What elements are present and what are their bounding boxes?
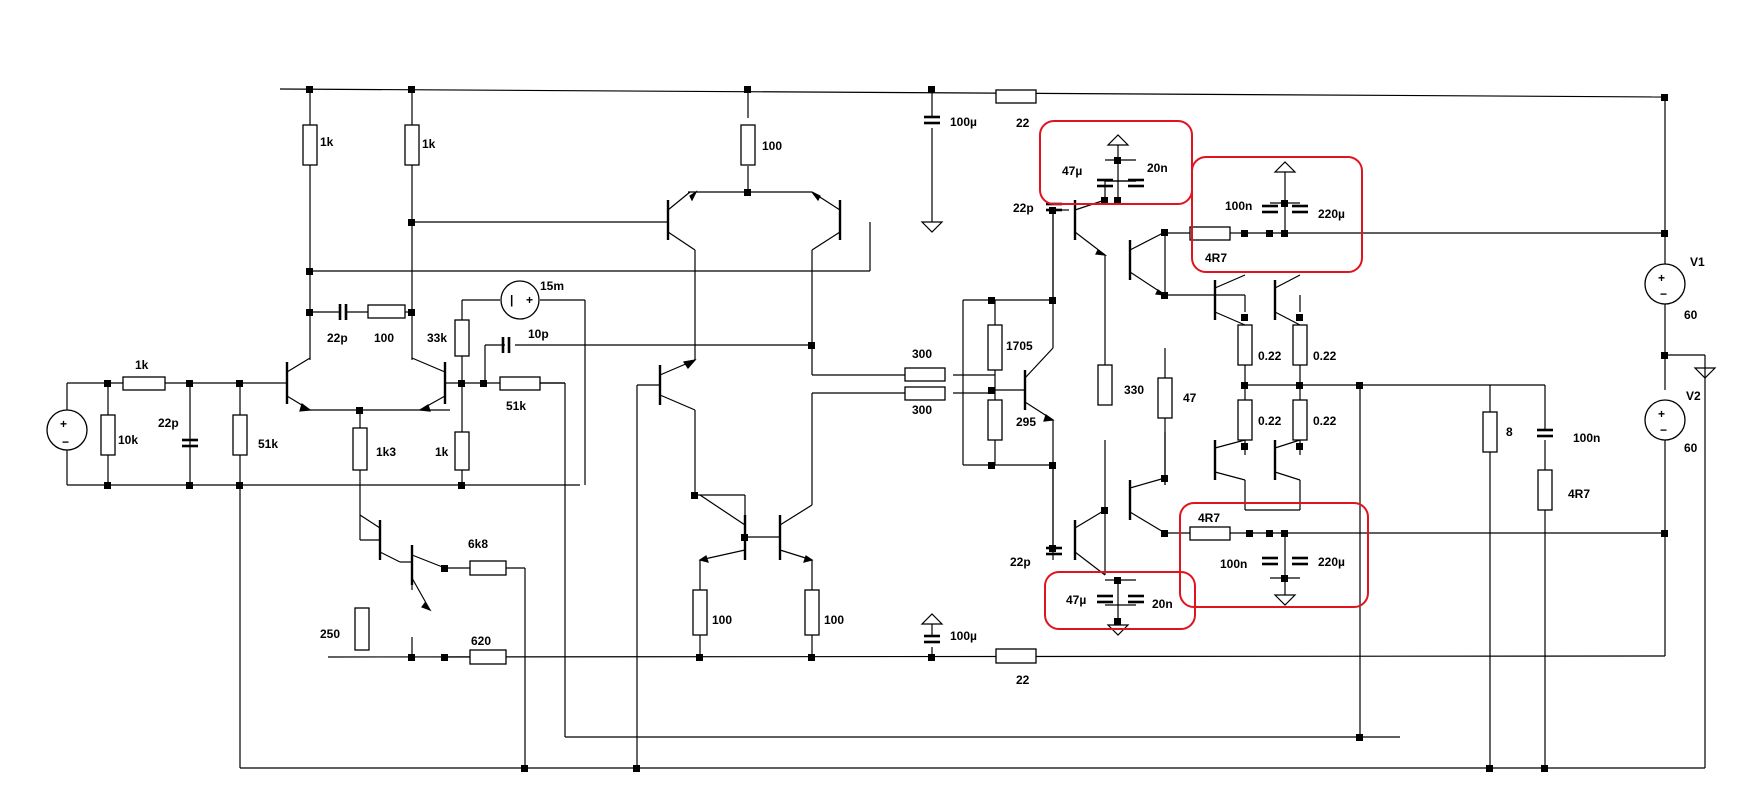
label-c-47u-top: 47µ: [1062, 164, 1082, 178]
label-r-022-b: 0.22: [1313, 349, 1337, 363]
svg-text:+: +: [526, 293, 533, 307]
highlight-top-right: [1191, 156, 1363, 273]
label-r-6k8: 6k8: [468, 537, 488, 551]
svg-text:+: +: [60, 417, 67, 431]
labels: 1k 1k 100 100µ 22 47µ 20n 22p 100n 220µ …: [118, 115, 1705, 687]
label-v2-name: V2: [1686, 389, 1701, 403]
label-r-1k-in: 1k: [135, 358, 149, 372]
label-c-100n-top: 100n: [1225, 199, 1252, 213]
label-r-295: 295: [1016, 415, 1036, 429]
label-c-220u-bot: 220µ: [1318, 555, 1345, 569]
label-r-8: 8: [1506, 425, 1513, 439]
label-c-100u-top: 100µ: [950, 115, 977, 129]
label-r-100-mid: 100: [374, 331, 394, 345]
label-r-33k: 33k: [427, 331, 447, 345]
label-c-22p-bot-out: 22p: [1010, 555, 1031, 569]
label-r-4r7-top: 4R7: [1205, 251, 1227, 265]
label-r-4r7-bot: 4R7: [1198, 511, 1220, 525]
label-r-4r7-zobel: 4R7: [1568, 487, 1590, 501]
label-c-100n-bot: 100n: [1220, 557, 1247, 571]
label-c-20n-top: 20n: [1147, 161, 1168, 175]
capacitors: [182, 115, 1553, 644]
label-r-1705: 1705: [1006, 339, 1033, 353]
label-r-47: 47: [1183, 391, 1197, 405]
label-c-22p-top-out: 22p: [1013, 201, 1034, 215]
junction-dots: [104, 86, 1668, 772]
highlight-top-left: [1039, 120, 1193, 205]
label-r-1k-fb: 1k: [435, 445, 449, 459]
label-r-51k-fb: 51k: [506, 399, 526, 413]
label-c-100u-bot: 100µ: [950, 629, 977, 643]
label-r-300-b: 300: [912, 403, 932, 417]
label-r-1k-top-b: 1k: [422, 137, 436, 151]
label-r-10k: 10k: [118, 433, 138, 447]
label-r-620: 620: [471, 634, 491, 648]
label-r-022-c: 0.22: [1258, 414, 1282, 428]
transistors: [285, 190, 1301, 612]
label-v2-value: 60: [1684, 441, 1698, 455]
label-r-22-top: 22: [1016, 116, 1030, 130]
highlight-bottom-left: [1044, 571, 1196, 630]
resistors: [100, 89, 1553, 665]
label-c-10p: 10p: [528, 327, 549, 341]
svg-text:−: −: [1660, 423, 1667, 437]
label-c-22p-mid: 22p: [327, 331, 348, 345]
svg-text:|: |: [510, 293, 513, 307]
label-i-15m: 15m: [540, 279, 564, 293]
label-c-20n-bot: 20n: [1152, 597, 1173, 611]
label-r-100-top: 100: [762, 139, 782, 153]
label-c-22p-in: 22p: [158, 416, 179, 430]
label-r-1k3: 1k3: [376, 445, 396, 459]
sources: + − | + + − + −: [46, 263, 1686, 451]
svg-text:−: −: [62, 435, 69, 449]
label-v1-name: V1: [1690, 255, 1705, 269]
label-r-1k-top-a: 1k: [320, 135, 334, 149]
label-c-100n-zobel: 100n: [1573, 431, 1600, 445]
label-r-100-vas-a: 100: [712, 613, 732, 627]
label-r-022-d: 0.22: [1313, 414, 1337, 428]
svg-text:+: +: [1658, 407, 1665, 421]
label-r-330: 330: [1124, 383, 1144, 397]
svg-text:+: +: [1658, 271, 1665, 285]
highlight-boxes: [1039, 120, 1369, 630]
label-c-220u-top: 220µ: [1318, 207, 1345, 221]
highlight-bottom-right: [1179, 502, 1369, 608]
label-r-22-bot: 22: [1016, 673, 1030, 687]
label-r-300-a: 300: [912, 347, 932, 361]
label-r-022-a: 0.22: [1258, 349, 1282, 363]
label-r-100-vas-b: 100: [824, 613, 844, 627]
label-r-51k-in: 51k: [258, 437, 278, 451]
label-r-250: 250: [320, 627, 340, 641]
label-c-47u-bot: 47µ: [1066, 593, 1086, 607]
svg-text:−: −: [1660, 287, 1667, 301]
wires: [66, 88, 1706, 769]
label-v1-value: 60: [1684, 308, 1698, 322]
